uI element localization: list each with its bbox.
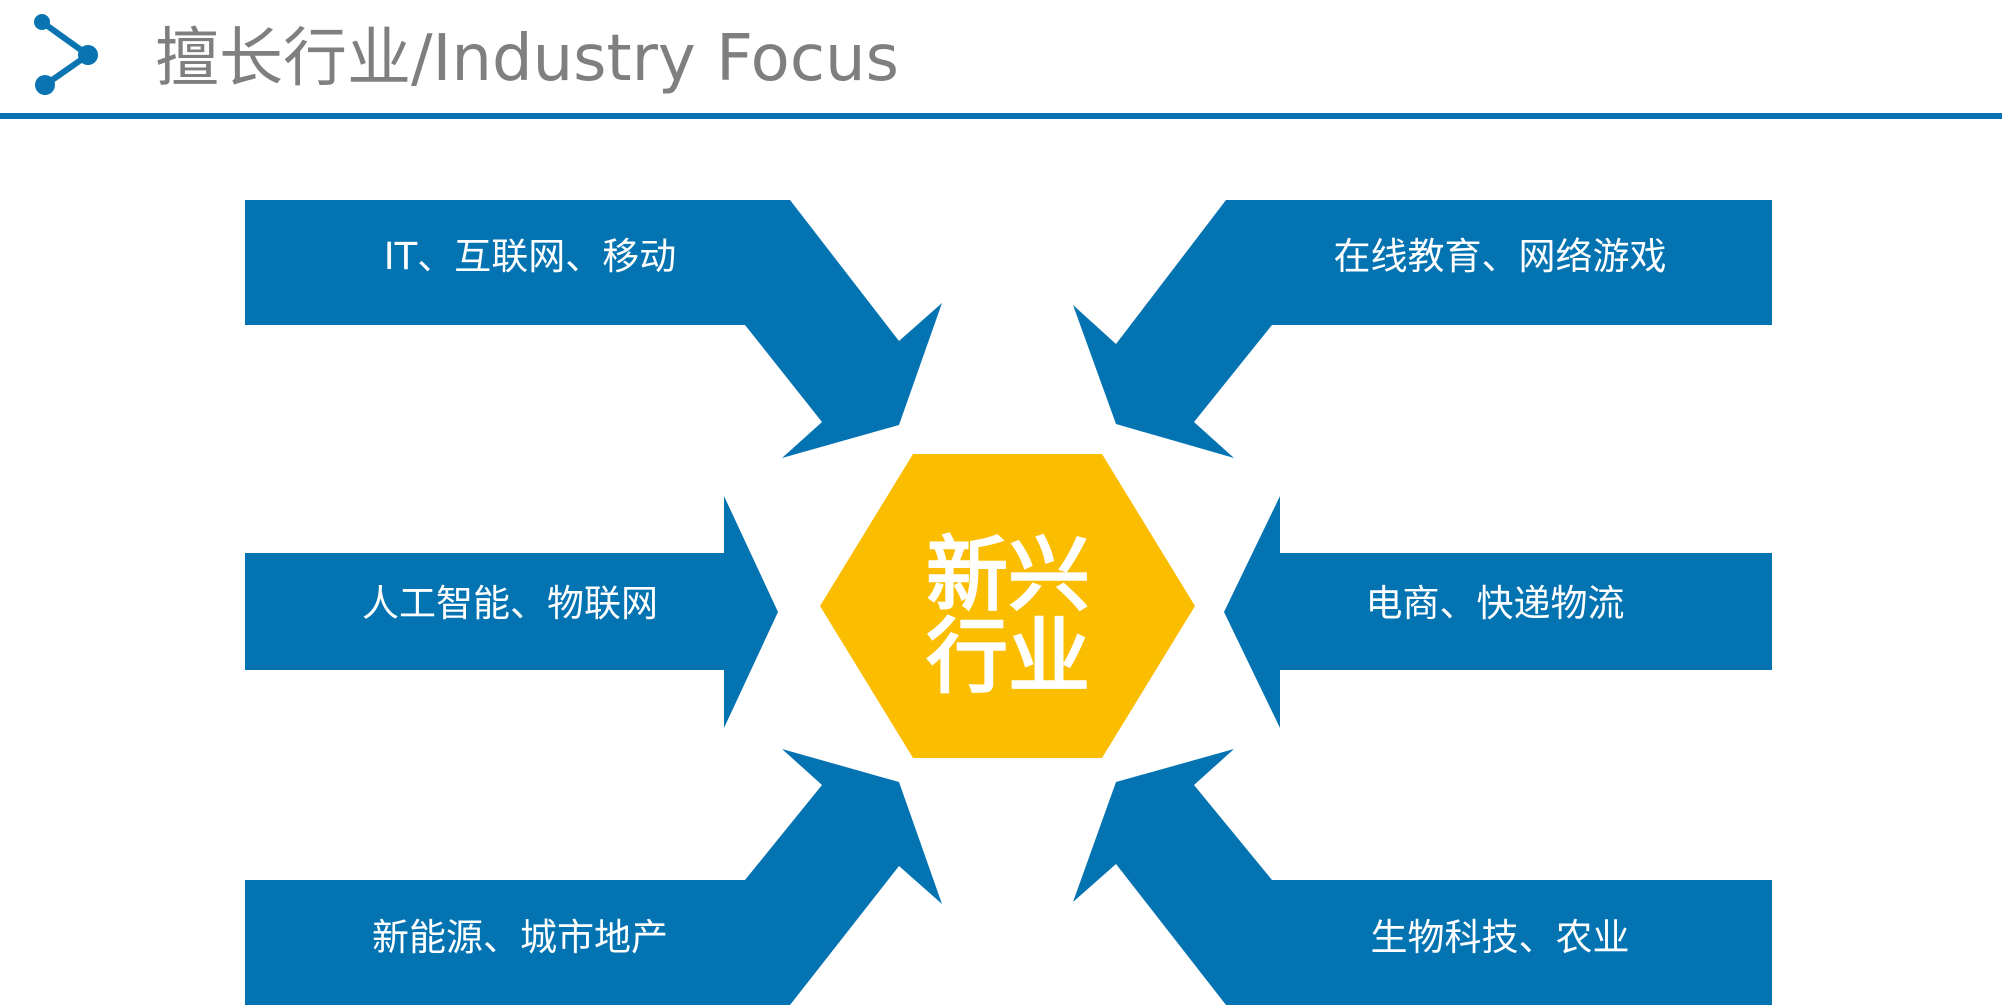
header: 擅长行业/Industry Focus [0,14,2002,119]
hub-label-line1: 新兴 [926,528,1090,623]
industry-labels: IT、互联网、移动 人工智能、物联网 新能源、城市地产 在线教育、网络游戏 电商… [362,235,1667,959]
industry-arrows [245,200,1772,1005]
arrow-bottom-right [1073,749,1772,1005]
central-hub: 新兴 行业 [820,454,1195,758]
arrow-label-ai-iot: 人工智能、物联网 [362,582,658,625]
arrow-top-right [1073,200,1772,458]
header-divider [0,113,2002,119]
arrow-label-it-internet-mobile: IT、互联网、移动 [384,235,677,278]
arrow-label-new-energy-real-estate: 新能源、城市地产 [372,916,668,959]
hub-hexagon [820,454,1195,758]
share-network-icon [34,14,98,95]
arrow-top-left [245,200,942,458]
arrow-label-education-games: 在线教育、网络游戏 [1334,235,1667,278]
arrow-middle-left [245,496,778,728]
arrow-label-biotech-agriculture: 生物科技、农业 [1371,916,1630,959]
arrow-middle-right [1224,496,1772,728]
arrow-bottom-left [245,749,942,1005]
arrow-label-ecommerce-logistics: 电商、快递物流 [1366,582,1625,625]
page-title: 擅长行业/Industry Focus [155,22,899,96]
hub-label-line2: 行业 [926,610,1090,705]
